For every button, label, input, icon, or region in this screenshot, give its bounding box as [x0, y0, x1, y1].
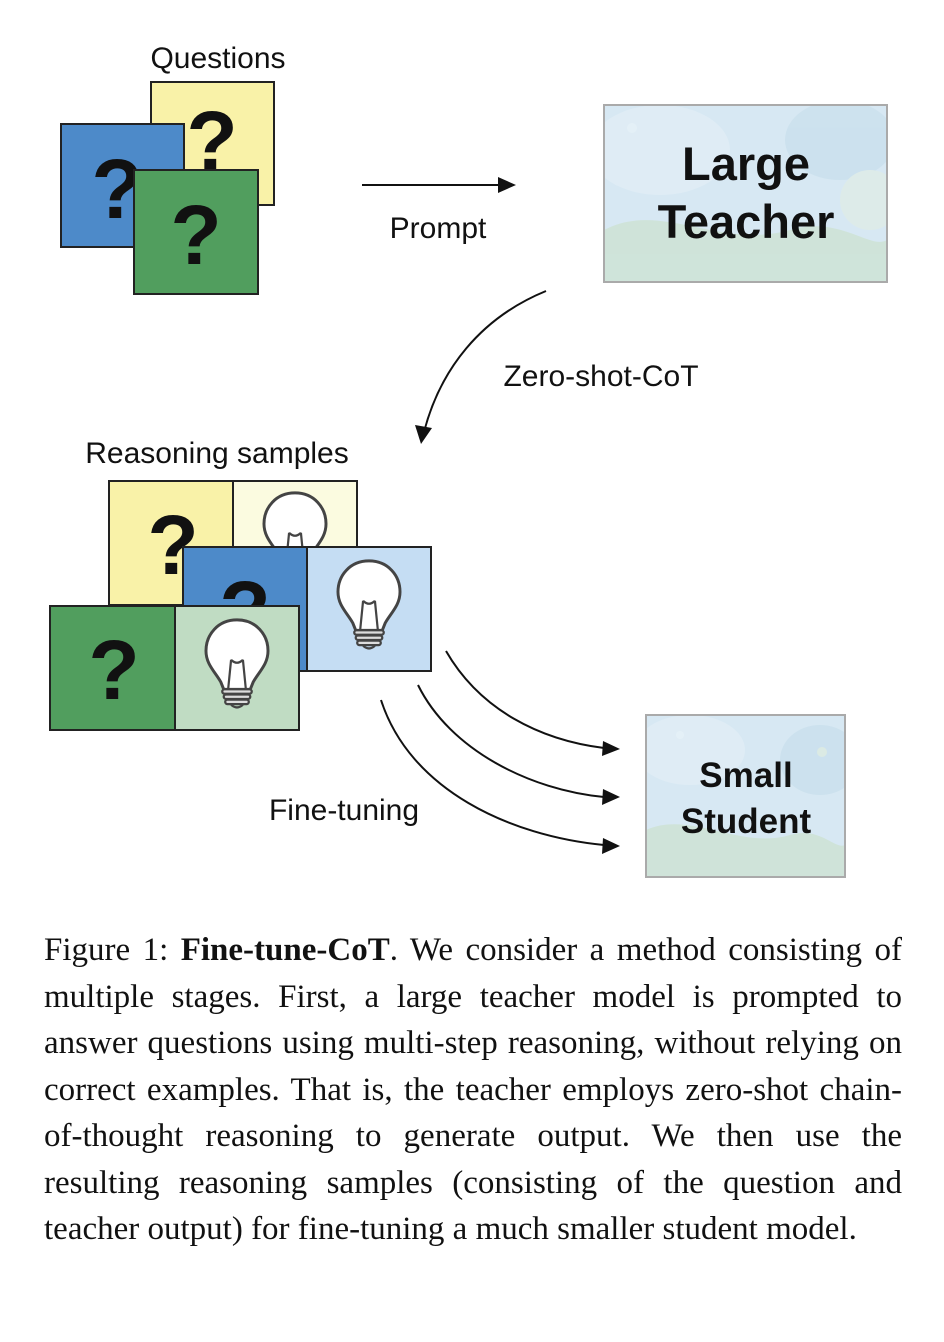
teacher-title-line1: Large	[682, 137, 810, 190]
question-card-green	[133, 169, 259, 295]
teacher-title-line2: Teacher	[658, 195, 835, 248]
question-cards: ? ? ?	[60, 81, 275, 295]
large-teacher-box: Large Teacher	[603, 104, 888, 283]
caption-title: Fine-tune-CoT	[180, 932, 390, 968]
arrowhead-icon	[415, 425, 432, 444]
caption-body: . We consider a method consisting of mul…	[44, 932, 902, 1247]
fine-tune-cot-diagram: Questions ? ? ? Prompt Large Teacher Zer…	[49, 42, 888, 878]
arrowhead-icon	[498, 177, 516, 193]
arrowhead-icon	[602, 789, 620, 805]
reasoning-sample-green: ?	[49, 605, 300, 731]
arrowhead-icon	[602, 741, 620, 756]
small-student-box: Small Student	[645, 714, 846, 878]
zero-shot-cot-label: Zero-shot-CoT	[503, 360, 698, 393]
reasoning-samples-label: Reasoning samples	[85, 437, 348, 470]
zero-shot-arrow	[423, 290, 547, 433]
prompt-label: Prompt	[390, 212, 487, 245]
caption-prefix: Figure 1:	[44, 932, 181, 968]
question-mark-icon: ?	[170, 188, 221, 282]
student-title-line2: Student	[681, 802, 812, 841]
figure-caption: Figure 1: Fine-tune-CoT. We consider a m…	[44, 927, 902, 1253]
fine-tuning-label: Fine-tuning	[269, 794, 419, 827]
arrowhead-icon	[602, 838, 620, 854]
questions-label: Questions	[150, 42, 285, 75]
fine-tuning-arrows	[380, 650, 620, 854]
question-mark-icon: ?	[88, 623, 139, 717]
student-title-line1: Small	[699, 756, 792, 795]
